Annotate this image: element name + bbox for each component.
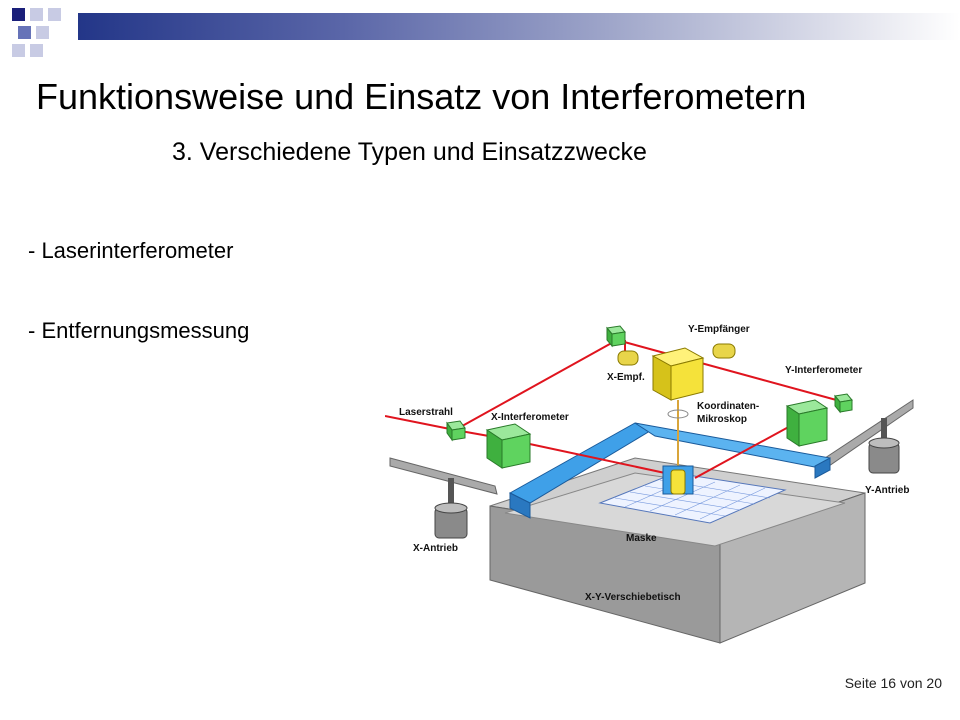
x-interferometer [485,423,532,469]
slide-title: Funktionsweise und Einsatz von Interfero… [36,76,807,117]
header-square-light [30,8,43,21]
header-square-blue [18,26,31,39]
label-y-interferometer: Y-Interferometer [785,365,862,376]
label-y-antrieb: Y-Antrieb [865,485,909,496]
y-receiver [712,343,736,359]
label-maske: Maske [626,533,657,544]
y-motor [868,418,900,474]
microscope-box [651,347,705,401]
header-square-light [36,26,49,39]
interferometer-diagram: Y-Empfänger X-Empf. Y-Interferometer Las… [385,324,914,644]
label-laserstrahl: Laserstrahl [399,407,453,418]
objective-column [662,400,694,495]
header-square-light [12,44,25,57]
header-square-light [30,44,43,57]
label-x-antrieb: X-Antrieb [413,543,458,554]
header-square-navy [12,8,25,21]
header-square-light [48,8,61,21]
label-y-empfaenger: Y-Empfänger [688,324,750,335]
header-decoration [0,0,960,57]
x-rail [389,457,498,495]
label-xy-verschiebetisch: X-Y-Verschiebetisch [585,592,681,603]
x-motor [434,478,468,539]
label-x-interferometer: X-Interferometer [491,412,569,423]
bullet-laserinterferometer: - Laserinterferometer [28,238,234,263]
header-gradient-bar [78,13,960,40]
blue-frame [508,422,831,519]
y-interferometer [785,399,829,447]
label-koordinaten: Koordinaten- [697,401,759,412]
beam-splitter-left [446,420,466,442]
bullet-entfernungsmessung: - Entfernungsmessung [28,318,250,343]
label-mikroskop: Mikroskop [697,414,747,425]
corner-mirror-topleft [606,325,626,348]
slide-subtitle: 3. Verschiedene Typen und Einsatzzwecke [172,138,647,166]
corner-mirror-right [834,393,853,414]
label-x-empf: X-Empf. [607,372,645,383]
x-receiver [617,350,639,366]
page-number: Seite 16 von 20 [844,675,942,691]
